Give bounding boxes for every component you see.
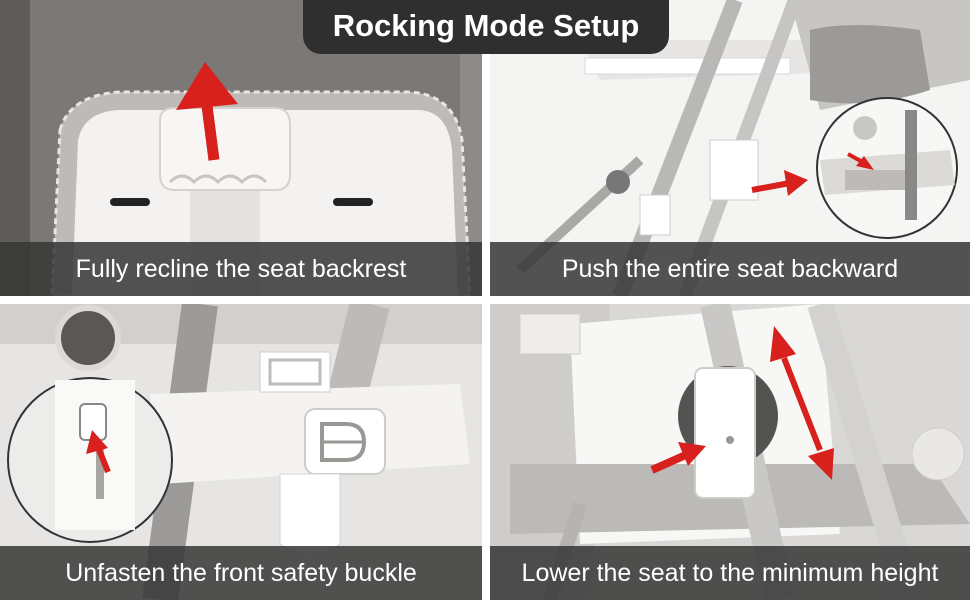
step-2-caption: Push the entire seat backward bbox=[490, 242, 970, 296]
step-1-caption: Fully recline the seat backrest bbox=[0, 242, 482, 296]
recline-handle bbox=[159, 107, 291, 191]
up-down-arrow-icon bbox=[770, 326, 834, 480]
seat-cushion bbox=[810, 25, 930, 104]
strap-slot-right bbox=[333, 198, 373, 206]
step-3-buckle-panel: Unfasten the front safety buckle bbox=[0, 304, 482, 600]
strap-slot-left bbox=[110, 198, 150, 206]
height-adjuster bbox=[678, 366, 778, 499]
zoom-inset bbox=[7, 377, 173, 543]
step-4-caption: Lower the seat to the minimum height bbox=[490, 546, 970, 600]
zoom-inset bbox=[816, 97, 958, 239]
up-arrow-icon bbox=[176, 62, 238, 161]
right-arrow-icon bbox=[650, 442, 706, 474]
step-4-height-panel: Lower the seat to the minimum height bbox=[490, 304, 970, 600]
step-3-caption: Unfasten the front safety buckle bbox=[0, 546, 482, 600]
buckle-icon bbox=[304, 408, 386, 475]
right-arrow-icon bbox=[751, 170, 808, 196]
page-title: Rocking Mode Setup bbox=[303, 0, 669, 54]
